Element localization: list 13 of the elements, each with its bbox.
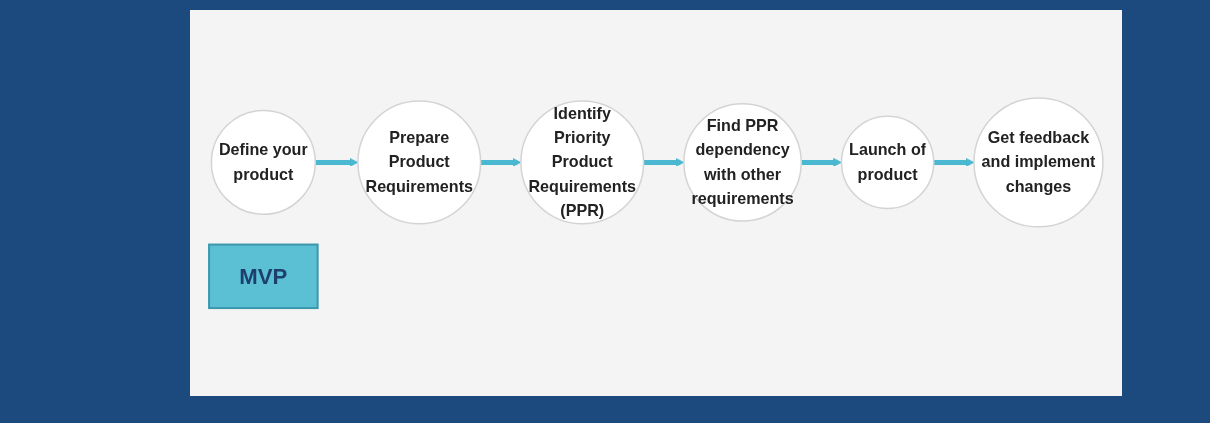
node-circle <box>520 100 645 225</box>
node-box <box>208 243 319 310</box>
node-circle <box>357 100 482 225</box>
card-background: Define your product Prepare Product Requirements Identify Priority Product Requirements (PPR) Find PPR dependency with other requirements Launch of product Get feedback and implement changes MVP <box>190 10 1122 396</box>
arrow <box>933 157 975 167</box>
arrow <box>315 157 359 167</box>
node-circle <box>210 109 316 216</box>
arrow <box>480 157 522 167</box>
arrow <box>643 157 685 167</box>
arrow <box>801 157 842 167</box>
node-circle <box>973 97 1104 228</box>
node-circle <box>840 115 935 210</box>
node-circle <box>683 103 802 222</box>
